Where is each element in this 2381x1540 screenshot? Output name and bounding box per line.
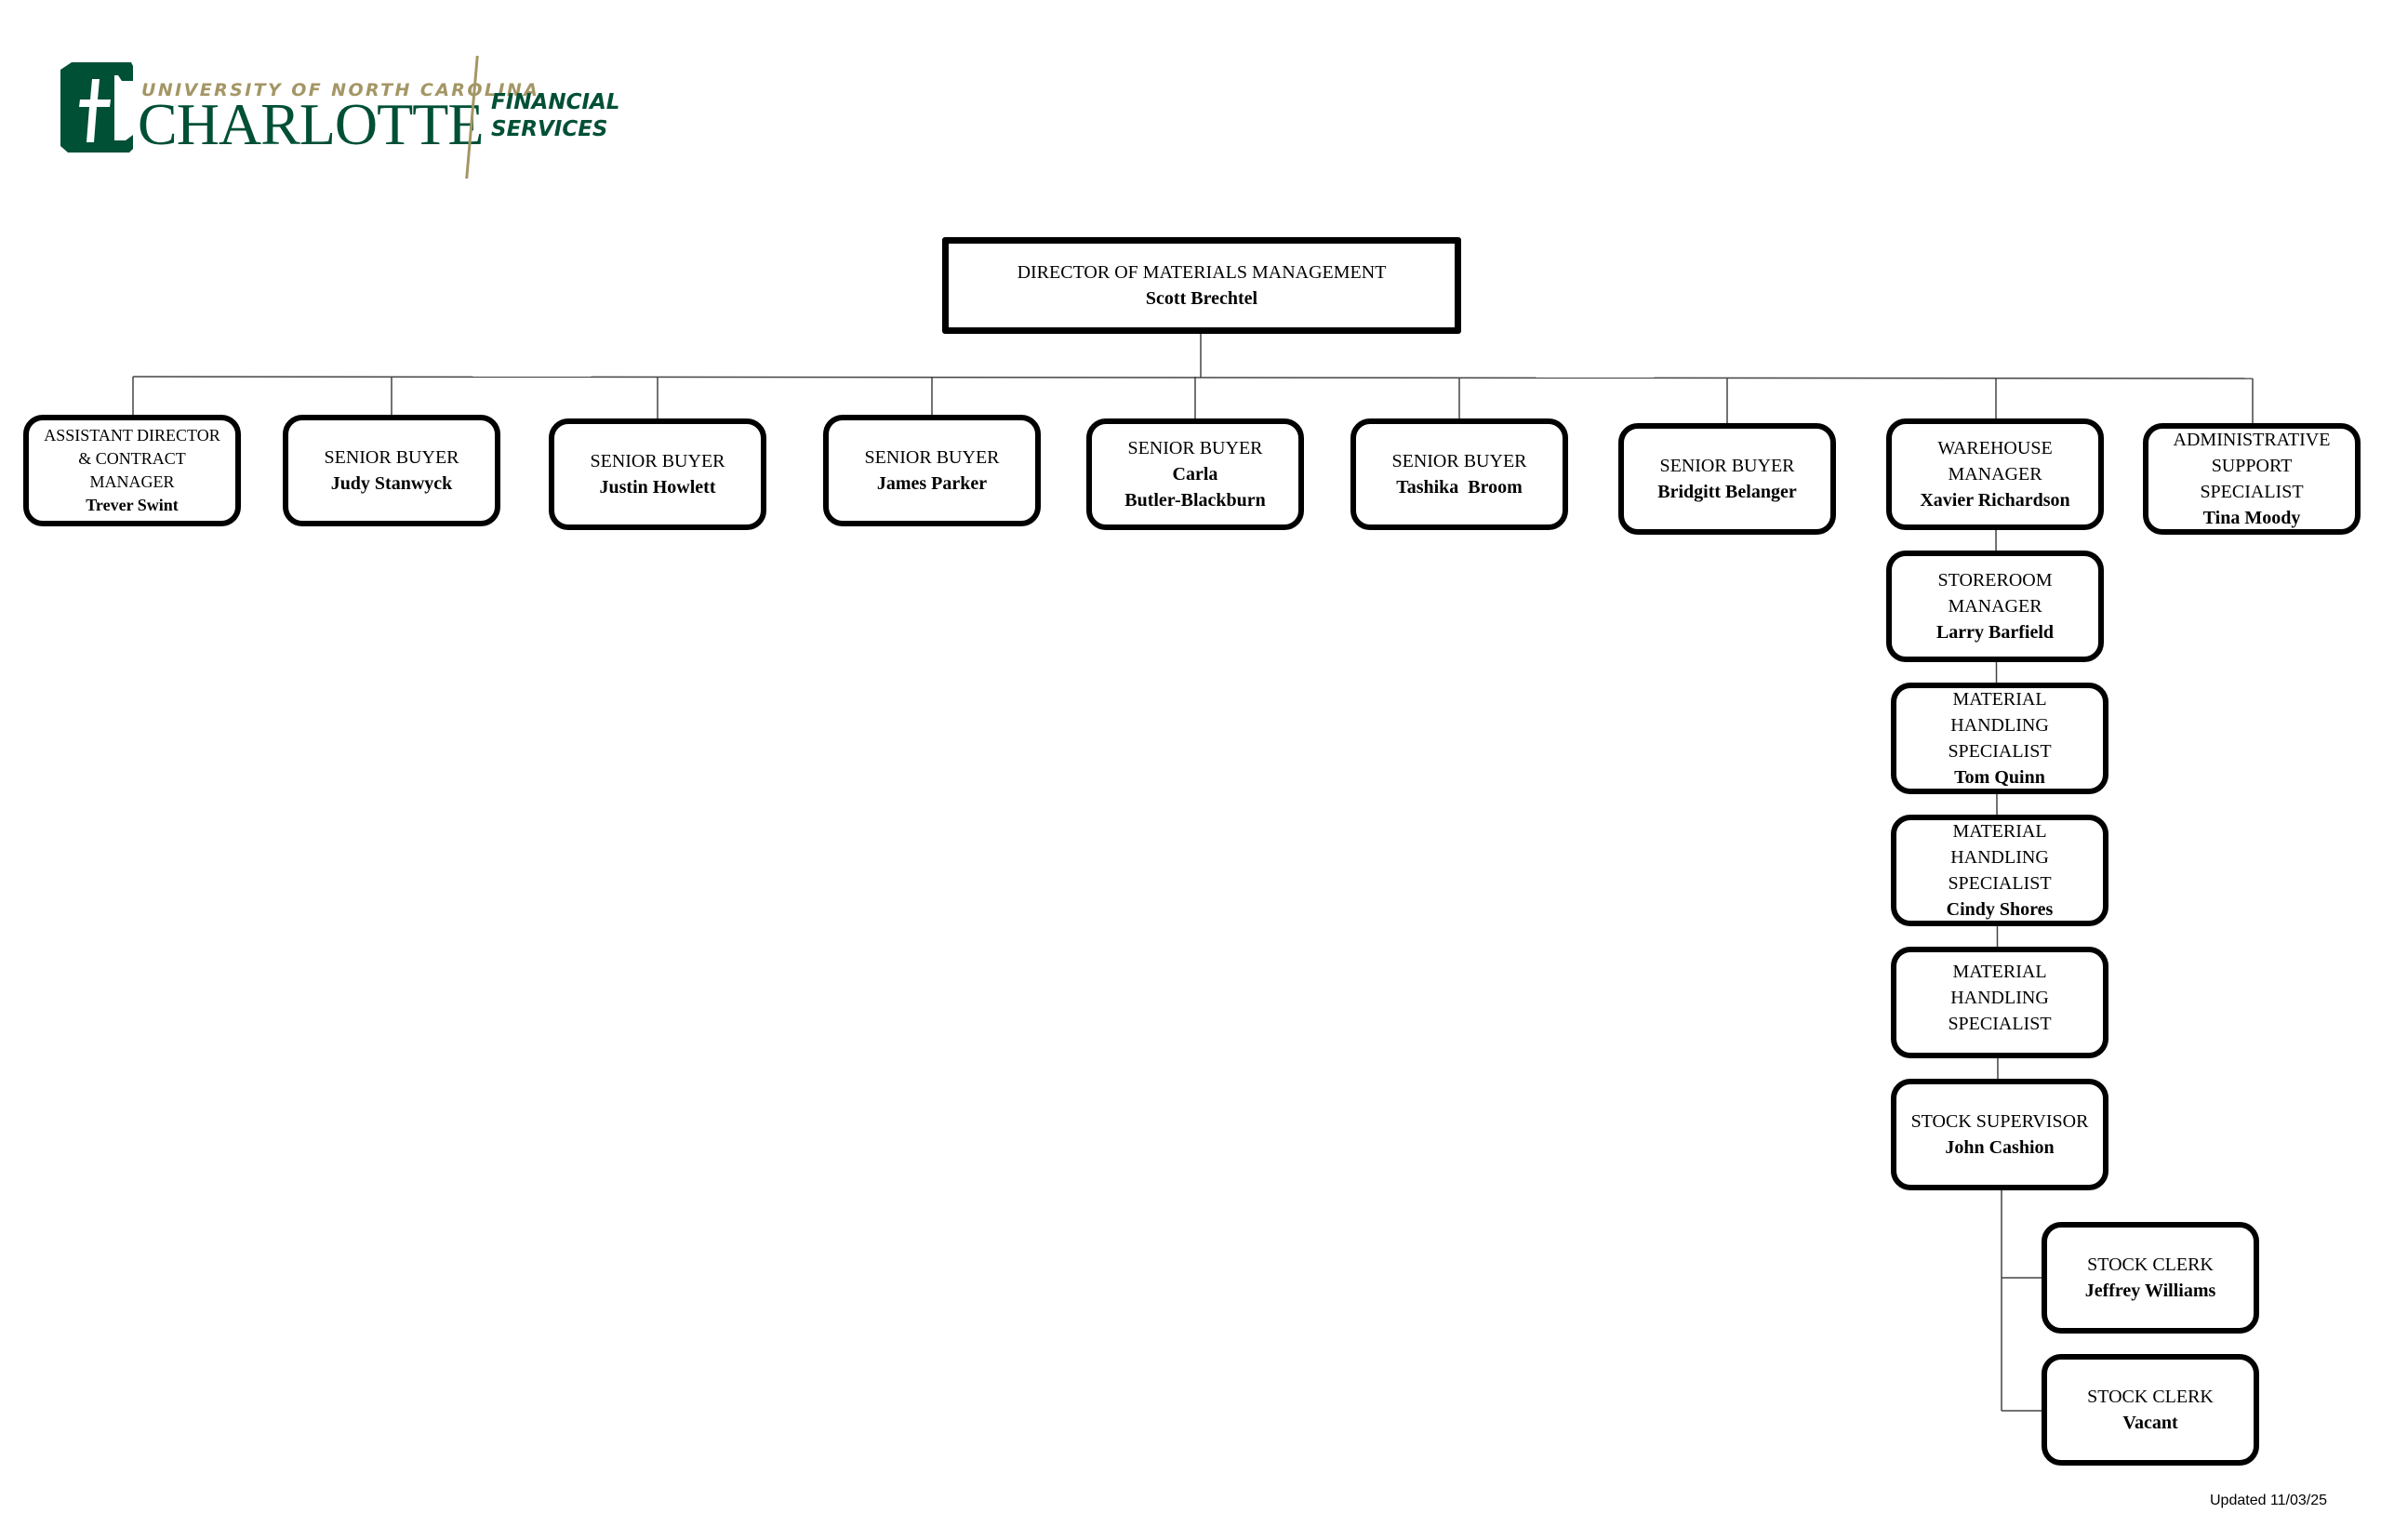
university-logo: UNIVERSITY OF NORTH CAROLINA CHARLOTTE F… bbox=[56, 54, 619, 179]
role-label: SUPPORT bbox=[2211, 456, 2293, 476]
person-name: Bridgitt Belanger bbox=[1657, 482, 1797, 502]
role-label: HANDLING bbox=[1950, 847, 2049, 868]
role-label: MANAGER bbox=[1948, 596, 2042, 617]
material-handling-specialist-box: MATERIAL HANDLING SPECIALIST bbox=[1891, 947, 2108, 1058]
role-label: SENIOR BUYER bbox=[1391, 451, 1527, 471]
role-label: STOREROOM bbox=[1937, 570, 2053, 591]
person-name: Jeffrey Williams bbox=[2084, 1281, 2216, 1301]
role-label: SENIOR BUYER bbox=[864, 447, 1000, 468]
role-label: HANDLING bbox=[1950, 715, 2049, 736]
role-label: ASSISTANT DIRECTOR bbox=[44, 426, 220, 445]
role-label: ADMINISTRATIVE bbox=[2173, 430, 2331, 450]
logo-wordmark: CHARLOTTE bbox=[138, 91, 484, 157]
senior-buyer-box: SENIOR BUYER Justin Howlett bbox=[549, 418, 766, 530]
logo-unit-line2: SERVICES bbox=[491, 117, 608, 141]
warehouse-manager-box: WAREHOUSE MANAGER Xavier Richardson bbox=[1886, 418, 2104, 530]
connector-horizontal-bus bbox=[132, 376, 2254, 379]
role-label: SPECIALIST bbox=[1948, 873, 2052, 894]
role-label: STOCK SUPERVISOR bbox=[1910, 1111, 2089, 1132]
role-label: MATERIAL bbox=[1952, 821, 2047, 842]
person-name: Tom Quinn bbox=[1954, 767, 2045, 788]
role-label: SENIOR BUYER bbox=[1127, 438, 1263, 458]
stock-supervisor-box: STOCK SUPERVISOR John Cashion bbox=[1891, 1079, 2108, 1190]
person-name: Tina Moody bbox=[2202, 508, 2301, 528]
updated-date: Updated 11/03/25 bbox=[2210, 1493, 2328, 1508]
material-handling-specialist-box: MATERIAL HANDLING SPECIALIST Tom Quinn bbox=[1891, 683, 2108, 794]
stock-clerk-box: STOCK CLERK Jeffrey Williams bbox=[2042, 1222, 2259, 1334]
role-label: & CONTRACT bbox=[78, 449, 186, 468]
person-name: John Cashion bbox=[1945, 1137, 2055, 1158]
person-name: Vacant bbox=[2122, 1413, 2178, 1433]
senior-buyer-box: SENIOR BUYER Carla Butler-Blackburn bbox=[1086, 418, 1304, 530]
person-name: James Parker bbox=[876, 473, 988, 494]
person-name: Xavier Richardson bbox=[1920, 490, 2070, 511]
senior-buyer-box: SENIOR BUYER Judy Stanwyck bbox=[283, 415, 500, 526]
role-label: SPECIALIST bbox=[2200, 482, 2304, 502]
role-label: DIRECTOR OF MATERIALS MANAGEMENT bbox=[1017, 262, 1387, 283]
logo-unit-line1: FINANCIAL bbox=[491, 90, 620, 114]
senior-buyer-box: SENIOR BUYER James Parker bbox=[823, 415, 1041, 526]
senior-buyer-box: SENIOR BUYER Tashika Broom bbox=[1350, 418, 1568, 530]
role-label: SPECIALIST bbox=[1948, 1014, 2052, 1034]
administrative-support-box: ADMINISTRATIVE SUPPORT SPECIALIST Tina M… bbox=[2143, 423, 2361, 535]
role-label: MANAGER bbox=[1948, 464, 2042, 485]
role-label: STOCK CLERK bbox=[2087, 1255, 2214, 1275]
person-name: Trever Swint bbox=[86, 496, 179, 514]
role-label: SENIOR BUYER bbox=[324, 447, 459, 468]
role-label: STOCK CLERK bbox=[2087, 1387, 2214, 1407]
role-label: SPECIALIST bbox=[1948, 741, 2052, 762]
logo-university-line: UNIVERSITY OF NORTH CAROLINA bbox=[141, 80, 540, 100]
person-name: Scott Brechtel bbox=[1145, 288, 1258, 309]
role-label: WAREHOUSE bbox=[1937, 438, 2053, 458]
material-handling-specialist-box: MATERIAL HANDLING SPECIALIST Cindy Shore… bbox=[1891, 815, 2108, 926]
person-name: Carla bbox=[1172, 464, 1218, 485]
person-name: Judy Stanwyck bbox=[330, 473, 453, 494]
person-name: Larry Barfield bbox=[1935, 622, 2055, 643]
senior-buyer-box: SENIOR BUYER Bridgitt Belanger bbox=[1618, 423, 1836, 535]
stock-clerk-box: STOCK CLERK Vacant bbox=[2042, 1354, 2259, 1466]
storeroom-manager-box: STOREROOM MANAGER Larry Barfield bbox=[1886, 551, 2104, 662]
person-name: Cindy Shores bbox=[1946, 899, 2054, 920]
role-label: MANAGER bbox=[89, 472, 175, 491]
logo-unit-name: FINANCIAL SERVICES bbox=[491, 89, 619, 143]
person-name: Butler-Blackburn bbox=[1124, 490, 1266, 511]
director-box: DIRECTOR OF MATERIALS MANAGEMENT Scott B… bbox=[942, 237, 1461, 334]
role-label: MATERIAL bbox=[1952, 962, 2047, 982]
person-name: Tashika Broom bbox=[1396, 477, 1523, 498]
role-label: SENIOR BUYER bbox=[590, 451, 725, 471]
role-label: SENIOR BUYER bbox=[1659, 456, 1795, 476]
assistant-director-box: ASSISTANT DIRECTOR & CONTRACT MANAGER Tr… bbox=[23, 415, 241, 526]
role-label: MATERIAL bbox=[1952, 689, 2047, 710]
role-label: HANDLING bbox=[1950, 988, 2049, 1008]
person-name: Justin Howlett bbox=[599, 477, 716, 498]
charlotte-c-mark-icon bbox=[60, 62, 133, 153]
